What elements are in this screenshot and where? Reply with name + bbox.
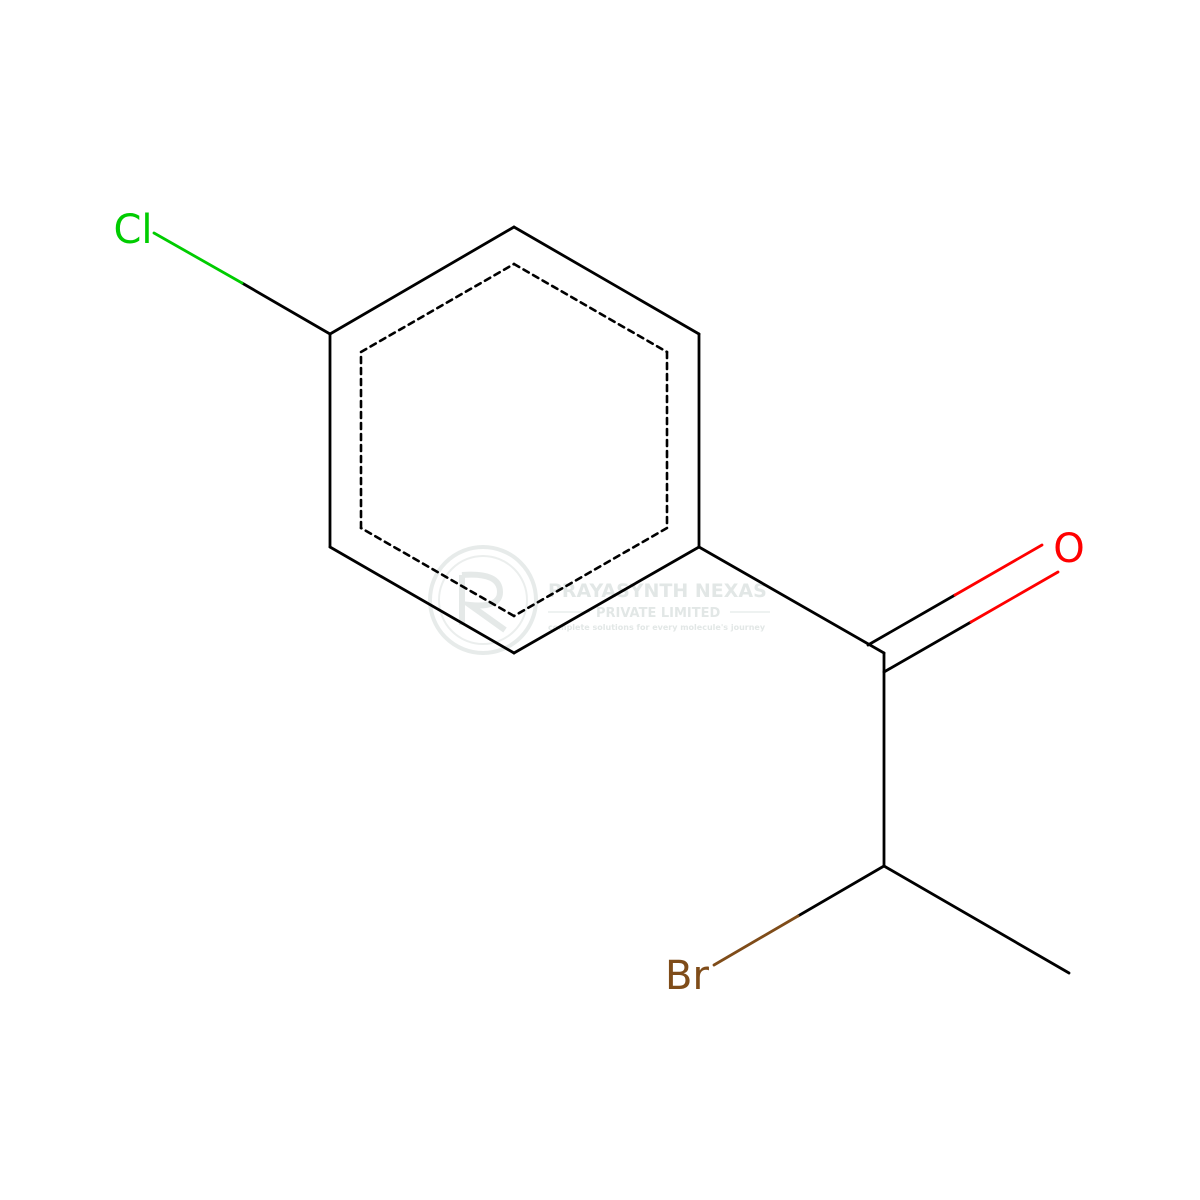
ring-bond-top-left [328,225,516,336]
bonds [152,225,1071,975]
ring-bond-bottom-left [328,545,516,655]
bond-carbonyl-double-upper-carbon-half [866,593,957,647]
ring-bond-top-right [512,225,701,336]
bond-carbonyl-double-upper-oxygen-half [953,543,1044,597]
bond-carbonyl-double-lower-carbon-half [882,620,973,674]
aromatic-dash-bottom-right [512,526,669,618]
watermark-logo-mark-icon [459,571,507,633]
ring-bond-bottom-right [512,545,701,655]
bond-ring-to-carbonyl [697,545,886,655]
bond-alpha-to-br-bromine-half [712,914,800,967]
bond-ring-to-cl-chlorine-half [152,231,244,285]
watermark-company: PRAYASYNTH NEXAS [548,580,767,602]
bond-alpha-to-br-carbon-half [796,864,886,918]
bond-ring-to-cl-carbon-half [240,281,332,336]
watermark-tagline: complete solutions for every molecule's … [548,623,766,632]
aromatic-dash-top-left [359,262,516,354]
aromatic-dash-top-right [512,262,669,354]
bond-alpha-to-methyl [882,864,1071,975]
atom-label-chlorine: Cl [113,207,152,253]
watermark: PRAYASYNTH NEXAS PRIVATE LIMITED complet… [428,545,770,655]
aromatic-dash-bottom-left [359,526,516,618]
watermark-subtitle: PRIVATE LIMITED [596,606,721,621]
watermark-logo-outer-ring [428,545,538,655]
atom-label-oxygen: O [1053,526,1084,572]
atom-labels: Cl O Br [113,207,1084,999]
bond-carbonyl-double-lower-oxygen-half [969,570,1060,624]
atom-label-bromine: Br [665,953,709,999]
aromatic-inner-ring [359,262,669,618]
watermark-logo-inner-ring [438,555,528,645]
